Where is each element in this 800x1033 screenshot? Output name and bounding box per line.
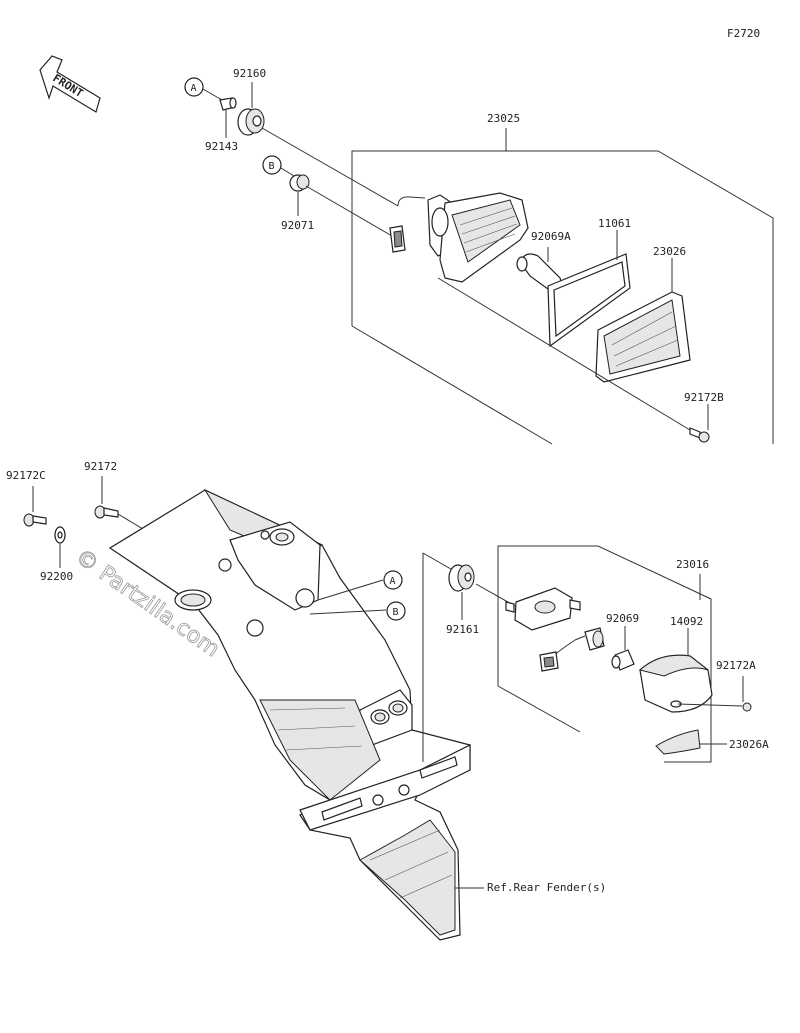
grommet-92071	[289, 174, 310, 192]
svg-text:B: B	[269, 161, 275, 172]
callout-b: B	[262, 155, 282, 175]
lens-23026	[595, 291, 691, 383]
svg-text:A: A	[191, 83, 197, 94]
front-arrow-icon: FRONT	[39, 55, 101, 113]
label-92069: 92069	[606, 612, 639, 625]
screw-92172B	[689, 427, 710, 443]
grommet-92160	[237, 108, 265, 136]
label-92200: 92200	[40, 570, 73, 583]
screw-92172	[94, 505, 119, 519]
svg-text:B: B	[393, 607, 399, 618]
washer-92200	[54, 526, 66, 544]
label-92172A: 92172A	[716, 659, 756, 672]
cover-14092	[638, 654, 713, 713]
svg-text:A: A	[390, 576, 396, 587]
assembly-bracket-23025	[351, 150, 774, 444]
label-92160: 92160	[233, 67, 266, 80]
bulb-92069	[611, 649, 635, 671]
lens-23026A	[655, 729, 701, 755]
label-92172B: 92172B	[684, 391, 724, 404]
screw-92172C	[23, 513, 47, 527]
bulb-92069A	[516, 253, 562, 293]
callout-a: A	[184, 77, 204, 97]
collar-92143	[219, 97, 237, 111]
license-light-base	[505, 587, 581, 631]
ref-rear-fender-label: Ref.Rear Fender(s)	[487, 881, 606, 894]
gasket-11061	[547, 253, 631, 348]
callout-a-bracket: A	[383, 570, 403, 590]
bulb-socket	[539, 627, 605, 672]
assembly-bracket-23016	[497, 545, 712, 763]
label-92069A: 92069A	[531, 230, 571, 243]
tail-light-housing	[389, 192, 529, 283]
label-23026A: 23026A	[729, 738, 769, 751]
screw-92172A	[742, 702, 752, 712]
label-92161: 92161	[446, 623, 479, 636]
rear-fender-bracket	[108, 488, 471, 941]
label-23016: 23016	[676, 558, 709, 571]
grommet-92161	[448, 564, 475, 592]
label-92071: 92071	[281, 219, 314, 232]
label-23025: 23025	[487, 112, 520, 125]
callout-b-bracket: B	[386, 601, 406, 621]
label-92172C: 92172C	[6, 469, 46, 482]
label-14092: 14092	[670, 615, 703, 628]
label-92143: 92143	[205, 140, 238, 153]
label-92172: 92172	[84, 460, 117, 473]
label-11061: 11061	[598, 217, 631, 230]
figure-code: F2720	[727, 27, 760, 40]
label-23026: 23026	[653, 245, 686, 258]
